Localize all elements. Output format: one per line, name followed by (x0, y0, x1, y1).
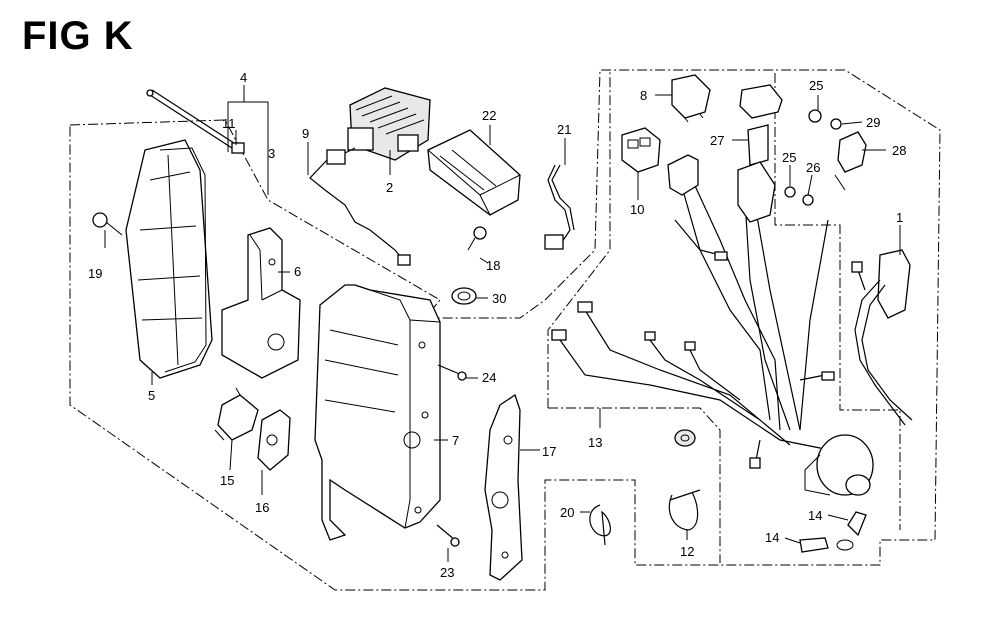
part-12-clip (668, 489, 701, 531)
part-14-key-b (799, 537, 829, 553)
callout-8: 8 (640, 88, 647, 103)
callout-24: 24 (482, 370, 496, 385)
callout-10: 10 (630, 202, 644, 217)
part-20-clip (589, 504, 611, 546)
callout-4: 4 (240, 70, 247, 85)
part-11-cable (146, 89, 245, 154)
grommet (674, 429, 696, 447)
part-15-switch (214, 387, 259, 441)
callout-25-bottom: 25 (782, 150, 796, 165)
callout-14-left: 14 (765, 530, 779, 545)
group-outline-fuse (774, 73, 901, 530)
callout-29: 29 (866, 115, 880, 130)
callout-12: 12 (680, 544, 694, 559)
part-5-cover (125, 139, 213, 379)
part-25-nut-bottom (784, 186, 796, 198)
callout-14-right: 14 (808, 508, 822, 523)
part-28-bracket (834, 131, 867, 191)
callout-26: 26 (806, 160, 820, 175)
callout-6: 6 (294, 264, 301, 279)
callout-5: 5 (148, 388, 155, 403)
callout-16: 16 (255, 500, 269, 515)
part-2-regulator (347, 87, 431, 161)
part-26-washer (802, 194, 814, 206)
part-27-fuse (737, 84, 783, 223)
callout-23: 23 (440, 565, 454, 580)
callout-13: 13 (588, 435, 602, 450)
part-24-screw (437, 364, 467, 381)
part-13-harness (551, 174, 835, 469)
part-9-wire (309, 147, 411, 266)
part-16-switch (257, 409, 291, 471)
part-17-plate (484, 393, 523, 581)
callout-19: 19 (88, 266, 102, 281)
callout-21: 21 (557, 122, 571, 137)
part-10-connector (621, 127, 661, 173)
part-21-plug (544, 164, 575, 250)
group-outline-left (69, 69, 941, 591)
part-23-screw (436, 524, 460, 547)
callout-17: 17 (542, 444, 556, 459)
callout-2: 2 (386, 180, 393, 195)
part-25-nut-top (808, 109, 822, 123)
part-1-switch (851, 249, 913, 426)
callout-15: 15 (220, 473, 234, 488)
part-7-panel (314, 284, 441, 541)
part-30-clamp (451, 287, 477, 305)
callout-27: 27 (710, 133, 724, 148)
part-22-module (427, 129, 521, 216)
callout-18: 18 (486, 258, 500, 273)
group-outline-harness (547, 72, 611, 408)
group-outline-inner (548, 407, 721, 563)
callout-25-top: 25 (809, 78, 823, 93)
callout-3: 3 (268, 146, 275, 161)
figure-title: FIG K (22, 14, 134, 58)
leader-lines (104, 85, 901, 562)
callout-1: 1 (896, 210, 903, 225)
callout-28: 28 (892, 143, 906, 158)
callout-22: 22 (482, 108, 496, 123)
part-14-key-a (836, 511, 867, 551)
part-18-screw (467, 226, 487, 251)
callout-30: 30 (492, 291, 506, 306)
callout-11: 11 (222, 116, 236, 131)
part-6-bracket (221, 227, 301, 379)
callout-20: 20 (560, 505, 574, 520)
part-19-bolt (92, 212, 123, 236)
callout-7: 7 (452, 433, 459, 448)
callout-9: 9 (302, 126, 309, 141)
part-8-relay (671, 74, 711, 123)
part-29-washer (830, 118, 842, 130)
harness-connector (667, 154, 699, 196)
ignition-switch (804, 434, 874, 496)
